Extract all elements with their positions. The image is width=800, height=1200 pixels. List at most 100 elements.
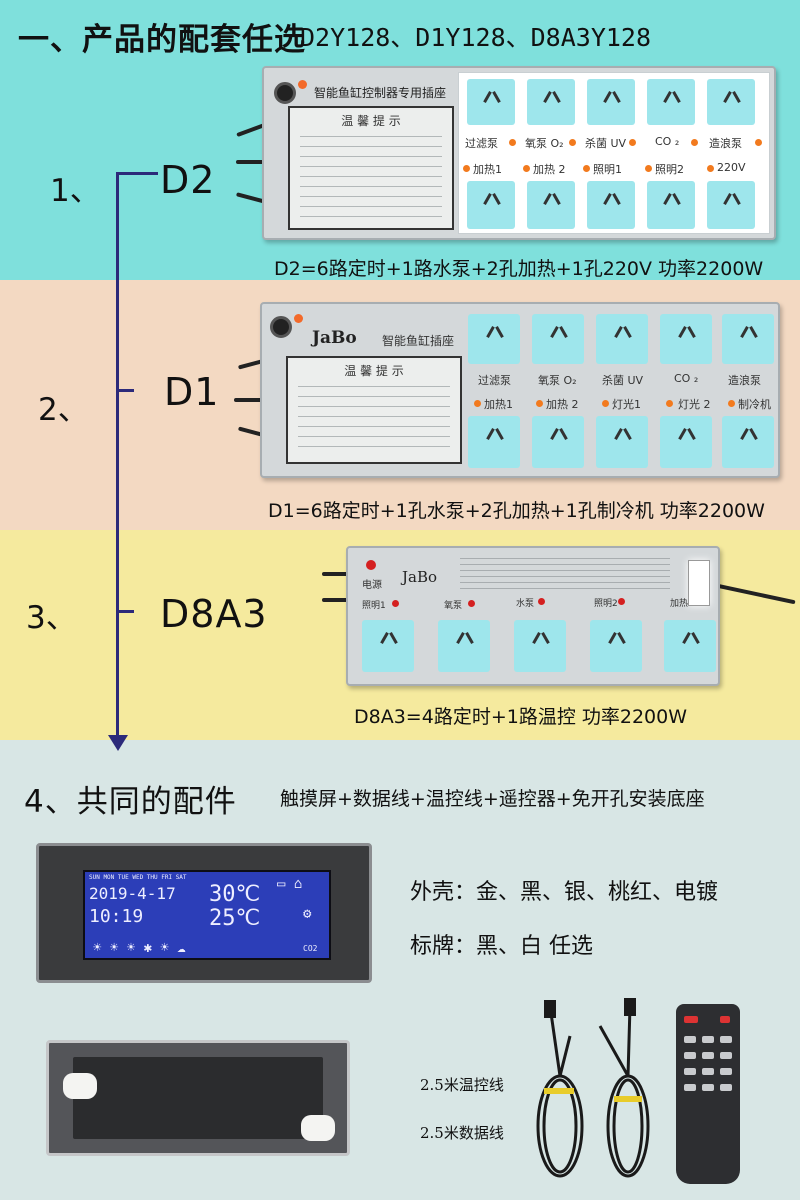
item-number: 3、 — [26, 600, 77, 636]
socket — [660, 314, 712, 364]
socket — [362, 620, 414, 672]
warning-panel: 温 馨 提 示 — [286, 356, 462, 464]
socket — [596, 314, 648, 364]
socket — [707, 79, 755, 125]
socket-label: 杀菌 UV — [585, 137, 627, 150]
remote-button — [702, 1068, 714, 1075]
power-cord — [236, 160, 266, 164]
item-number: 2、 — [38, 392, 89, 428]
timeline-tick — [116, 172, 158, 175]
socket-label: 加热1 — [473, 163, 502, 176]
status-led — [645, 165, 652, 172]
socket-panel: 过滤泵 氧泵 O₂ 杀菌 UV CO ₂ 造浪泵 加热1 加热 2 照明1 照明… — [458, 72, 770, 234]
cable-tie — [614, 1096, 642, 1102]
warning-panel: 温 馨 提 示 — [288, 106, 454, 230]
power-indicator — [366, 560, 376, 570]
socket — [468, 314, 520, 364]
accessories-list: 触摸屏+数据线+温控线+遥控器+免开孔安装底座 — [280, 788, 705, 810]
socket — [722, 416, 774, 468]
remote-button — [684, 1052, 696, 1059]
socket — [438, 620, 490, 672]
accessories-title: 4、共同的配件 — [24, 784, 237, 820]
remote-button — [720, 1052, 732, 1059]
socket — [527, 181, 575, 229]
strip-brand: 智能鱼缸插座 — [382, 334, 455, 348]
remote-button — [720, 1016, 730, 1023]
plate-options: 标牌：黑、白 任选 — [410, 934, 593, 959]
lcd-co2-label: CO2 — [303, 944, 318, 953]
status-led — [569, 139, 576, 146]
cable-coils — [536, 998, 650, 1178]
status-led — [538, 598, 545, 605]
socket — [514, 620, 566, 672]
temperature-indicator — [688, 560, 710, 606]
warning-title: 温 馨 提 示 — [341, 114, 401, 128]
info-text — [460, 558, 670, 592]
status-led — [509, 139, 516, 146]
mounting-clip — [63, 1073, 97, 1099]
socket-label: 氧泵 — [444, 601, 463, 611]
remote-button — [684, 1084, 696, 1091]
socket-label: 照明1 — [362, 601, 386, 611]
touch-screen-controller: SUN MON TUE WED THU FRI SAT 2019-4-17 10… — [36, 843, 372, 983]
socket-label: 加热1 — [484, 398, 513, 411]
remote-control — [676, 1004, 740, 1184]
socket-label: 照明2 — [594, 599, 618, 609]
warning-title: 温 馨 提 示 — [344, 364, 404, 378]
timeline-tick — [116, 610, 134, 613]
power-strip-d1: JaBo 智能鱼缸插座 温 馨 提 示 过滤泵 氧泵 O₂ 杀菌 UV CO ₂… — [260, 302, 780, 478]
data-cable-label: 2.5米数据线 — [420, 1124, 504, 1142]
socket-label: 造浪泵 — [728, 374, 761, 387]
item-name: D2 — [160, 158, 216, 202]
socket-label: 氧泵 O₂ — [538, 374, 577, 387]
cable-lead — [598, 1005, 632, 1077]
socket — [468, 416, 520, 468]
socket — [532, 416, 584, 468]
power-cord — [322, 572, 352, 576]
remote-button — [702, 1036, 714, 1043]
socket-label: 过滤泵 — [478, 374, 511, 387]
lcd-menu-icons: ▭ ⌂ — [277, 876, 303, 892]
remote-button — [684, 1036, 696, 1043]
power-cord — [234, 398, 266, 402]
model-list: D2Y128、D1Y128、D8A3Y128 — [300, 23, 652, 52]
power-indicator — [298, 80, 307, 89]
brand-logo: JaBo — [402, 568, 438, 586]
warning-text — [298, 386, 450, 452]
remote-button — [720, 1084, 732, 1091]
timeline-arrow-icon — [108, 735, 128, 751]
page-title: 一、产品的配套任选 — [18, 22, 306, 58]
status-led — [602, 400, 609, 407]
socket-label: 过滤泵 — [465, 137, 498, 150]
brand-logo: JaBo — [312, 328, 357, 348]
lcd-display: SUN MON TUE WED THU FRI SAT 2019-4-17 10… — [83, 870, 331, 960]
socket — [527, 79, 575, 125]
spec-d1: D1=6路定时+1孔水泵+2孔加热+1孔制冷机 功率2200W — [268, 500, 765, 522]
spec-d2: D2=6路定时+1路水泵+2孔加热+1孔220V 功率2200W — [274, 258, 764, 280]
mounting-clip — [301, 1115, 335, 1141]
screw-icon — [270, 316, 292, 338]
remote-button — [702, 1052, 714, 1059]
socket-label: 水泵 — [516, 599, 535, 609]
socket — [467, 79, 515, 125]
remote-button — [684, 1068, 696, 1075]
temp-cable-coil — [542, 1078, 578, 1174]
connector-icon — [544, 1000, 556, 1018]
lcd-date: 2019-4-17 — [89, 884, 176, 903]
socket — [707, 181, 755, 229]
mounting-base — [46, 1040, 350, 1156]
warning-text — [300, 136, 442, 218]
status-led — [755, 139, 762, 146]
temp-cable-label: 2.5米温控线 — [420, 1076, 504, 1094]
lcd-weekdays: SUN MON TUE WED THU FRI SAT — [89, 874, 187, 881]
socket-label: 杀菌 UV — [602, 374, 644, 387]
lcd-set-temperature: 30℃ — [209, 882, 261, 907]
socket-label: CO ₂ — [655, 135, 680, 148]
mounting-base-recess — [73, 1057, 323, 1139]
status-led — [523, 165, 530, 172]
socket-label: CO ₂ — [674, 372, 699, 385]
power-cord — [322, 598, 352, 602]
status-led — [536, 400, 543, 407]
socket — [647, 181, 695, 229]
status-led — [468, 600, 475, 607]
